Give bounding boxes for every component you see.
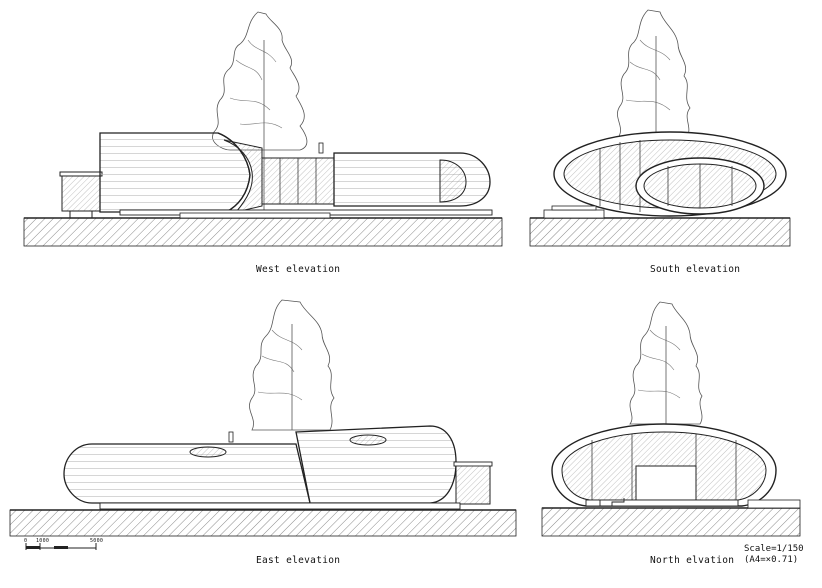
east-ground [9,509,517,537]
scale-bar [25,543,97,550]
north-elevation-caption: North elvation [650,555,735,566]
east-elevation-caption: East elevation [256,555,341,566]
scale-tick-end: 5000 [90,538,104,544]
scale-ratio: Scale=1/150 [744,544,804,554]
scale-tick-mid: 1000 [36,538,50,544]
west-tree [212,11,308,151]
west-elevation-caption: West elevation [256,264,341,275]
south-elevation-caption: South elevation [650,264,741,275]
north-elevation [541,301,801,537]
scale-a4-factor: (A4=×0.71) [744,555,799,565]
east-elevation [9,299,517,537]
south-ground [529,217,791,247]
scale-note: Scale=1/150 (A4=×0.71) [744,544,804,566]
north-ground [541,507,801,537]
scale-tick-start: 0 [24,538,28,544]
west-elevation [23,11,503,247]
south-elevation [529,9,791,247]
south-tree [617,9,691,139]
west-ground [23,217,503,247]
